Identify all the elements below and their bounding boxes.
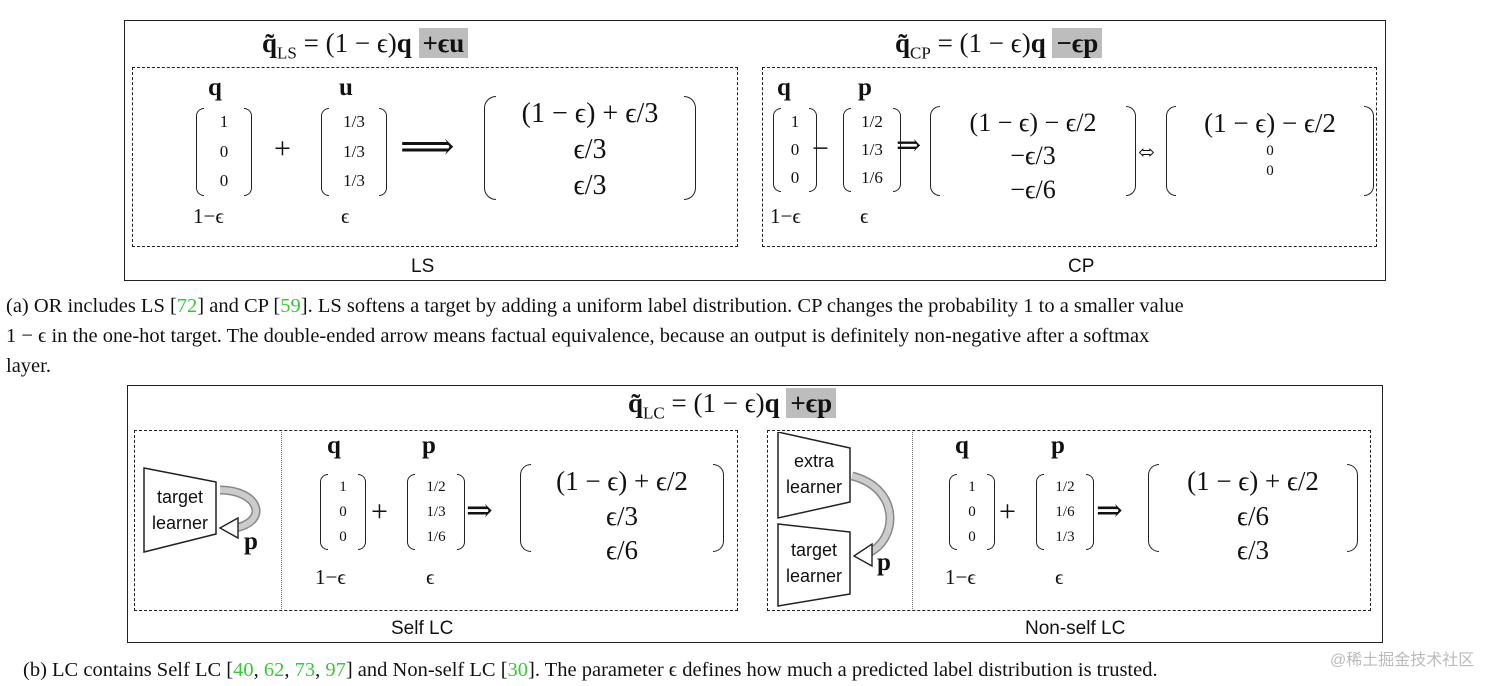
self-vec2-name: p xyxy=(422,432,436,459)
self-result: (1 − ϵ) + ϵ/2 ϵ/3 ϵ/6 xyxy=(520,464,724,565)
citation-59[interactable]: 59 xyxy=(280,295,301,317)
figure-b-panel xyxy=(127,385,1383,643)
ls-vec2-weight: ϵ xyxy=(341,204,350,228)
caption-a-line-3: layer. xyxy=(6,355,51,377)
cp-minus: − xyxy=(812,132,829,165)
nonself-vec2: 1/2 1/6 1/3 xyxy=(1036,474,1094,550)
self-vec1-name: q xyxy=(327,432,341,459)
citation-30[interactable]: 30 xyxy=(507,659,529,681)
nonself-result: (1 − ϵ) + ϵ/2 ϵ/6 ϵ/3 xyxy=(1148,464,1358,565)
self-vec1: 1 0 0 xyxy=(320,474,366,550)
cp-label: CP xyxy=(1068,256,1095,277)
nonself-vec2-name: p xyxy=(1051,432,1065,459)
nonself-vec2-weight: ϵ xyxy=(1055,565,1064,589)
ls-vec1-name: q xyxy=(208,74,222,101)
cp-vec1: 1 0 0 xyxy=(773,108,817,192)
cp-result: (1 − ϵ) − ϵ/2 −ϵ/3 −ϵ/6 xyxy=(930,106,1136,204)
self-plus: + xyxy=(371,495,388,528)
nonself-target-learner-label: target learner xyxy=(785,540,843,586)
caption-b: (b) LC contains Self LC [40, 62, 73, 97]… xyxy=(23,659,1158,681)
nonself-lc-label: Non-self LC xyxy=(1025,618,1126,639)
nonself-extra-learner-label: extra learner xyxy=(785,451,843,497)
nonself-lc-box xyxy=(767,430,1371,611)
lc-equation: q̃LC = (1 − ϵ)q +ϵp xyxy=(628,388,837,423)
citation-72[interactable]: 72 xyxy=(176,295,198,317)
ls-vec1: 1 0 0 xyxy=(196,108,252,196)
ls-label: LS xyxy=(411,256,435,277)
cp-equation: q̃CP = (1 − ϵ)q −ϵp xyxy=(895,28,1103,63)
watermark: @稀土掘金技术社区 xyxy=(1330,652,1475,669)
caption-a-line-1: (a) OR includes LS [72] and CP [59]. LS … xyxy=(6,295,1184,317)
ls-implies-arrow: ⟹ xyxy=(400,126,455,168)
figure-a-panel xyxy=(124,20,1386,281)
ls-result: (1 − ϵ) + ϵ/3 ϵ/3 ϵ/3 xyxy=(484,96,696,201)
cp-box xyxy=(762,67,1377,247)
citation-73[interactable]: 73 xyxy=(294,659,316,681)
nonself-plus: + xyxy=(999,495,1016,528)
caption-a-line-2: 1 − ϵ in the one-hot target. The double-… xyxy=(6,325,1150,347)
self-target-learner-icon xyxy=(143,467,261,553)
cp-result2: (1 − ϵ) − ϵ/2 0 0 xyxy=(1166,106,1374,196)
self-vec1-weight: 1−ϵ xyxy=(315,565,346,589)
self-implies-arrow: ⇒ xyxy=(466,492,493,528)
self-target-learner-label: target learner xyxy=(151,487,209,533)
self-vec2-weight: ϵ xyxy=(426,565,435,589)
citation-62[interactable]: 62 xyxy=(263,659,285,681)
cp-vec1-weight: 1−ϵ xyxy=(770,204,801,228)
cp-vec2-weight: ϵ xyxy=(860,204,869,228)
ls-equation: q̃LS = (1 − ϵ)q +ϵu xyxy=(262,28,469,63)
nonself-vec1-name: q xyxy=(955,432,969,459)
cp-equivalence-arrow: ⬄ xyxy=(1138,142,1155,164)
self-p-label: p xyxy=(244,528,258,555)
ls-box xyxy=(132,67,738,247)
ls-vec1-weight: 1−ϵ xyxy=(193,204,224,228)
cp-vec1-name: q xyxy=(777,74,791,101)
nonself-p-label: p xyxy=(877,549,891,576)
self-lc-box xyxy=(134,430,738,611)
cp-vec2-name: p xyxy=(858,74,872,101)
cp-implies-arrow: ⇒ xyxy=(896,129,922,162)
self-lc-label: Self LC xyxy=(391,618,454,639)
nonself-lc-divider xyxy=(912,432,913,609)
self-lc-divider xyxy=(281,432,282,609)
ls-vec2-name: u xyxy=(339,74,353,101)
nonself-vec1-weight: 1−ϵ xyxy=(945,565,976,589)
nonself-vec1: 1 0 0 xyxy=(949,474,995,550)
self-vec2: 1/2 1/3 1/6 xyxy=(407,474,465,550)
citation-40[interactable]: 40 xyxy=(233,659,254,681)
citation-97[interactable]: 97 xyxy=(325,659,346,681)
cp-vec2: 1/2 1/3 1/6 xyxy=(843,108,901,192)
nonself-learners-icon xyxy=(777,432,895,607)
nonself-implies-arrow: ⇒ xyxy=(1096,492,1123,528)
ls-vec2: 1/3 1/3 1/3 xyxy=(321,108,387,196)
ls-plus: + xyxy=(274,132,291,165)
